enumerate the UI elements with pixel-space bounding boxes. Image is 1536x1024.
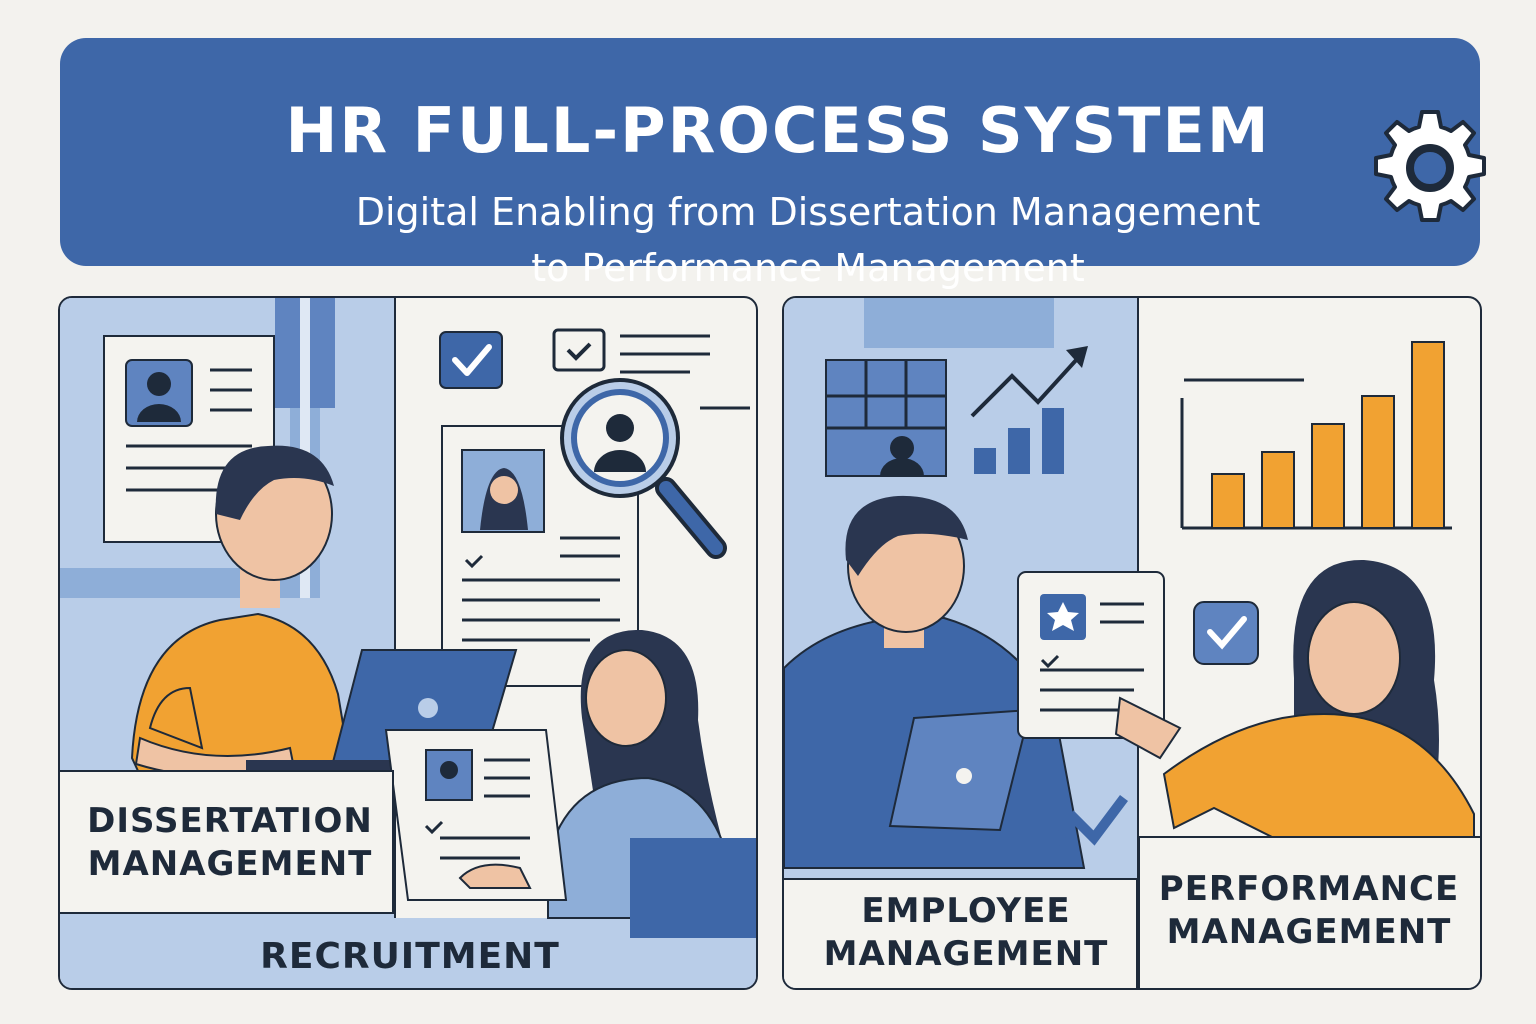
performance-label-box — [1138, 836, 1480, 988]
left-illustration — [60, 298, 756, 988]
dissertation-label-line-1: DISSERTATION — [87, 801, 373, 841]
employee-label-line-2: MANAGEMENT — [823, 933, 1109, 974]
recruitment-label: RECRUITMENT — [260, 936, 560, 977]
page-subtitle: Digital Enabling from Dissertation Manag… — [60, 184, 1496, 296]
header-banner: HR FULL-PROCESS SYSTEM Digital Enabling … — [60, 38, 1486, 290]
woman-recruiter — [547, 629, 756, 938]
dissertation-label-line-2: MANAGEMENT — [87, 843, 373, 884]
resume-document — [103, 335, 275, 543]
woman-pointing — [1114, 559, 1475, 839]
page-title: HR FULL-PROCESS SYSTEM — [285, 94, 1271, 167]
subtitle-line-1: Digital Enabling from Dissertation Manag… — [355, 190, 1261, 234]
dissertation-management-label: DISSERTATION MANAGEMENT — [70, 800, 390, 885]
checkbox-icon — [1193, 601, 1259, 665]
subtitle-line-2: to Performance Management — [531, 246, 1085, 290]
employee-label-box — [784, 878, 1138, 988]
gear-icon — [1374, 110, 1486, 222]
performance-label-line-2: MANAGEMENT — [1166, 911, 1452, 952]
profile-grid-icon — [825, 359, 947, 477]
star-badge-icon — [1047, 602, 1079, 631]
performance-management-label: PERFORMANCE MANAGEMENT — [1144, 868, 1474, 953]
man-blue-shirt — [784, 495, 1086, 869]
right-panel: EMPLOYEE MANAGEMENT PERFORMANCE MANAGEME… — [782, 296, 1482, 990]
employee-management-label: EMPLOYEE MANAGEMENT — [796, 890, 1136, 975]
performance-label-line-1: PERFORMANCE — [1158, 869, 1460, 909]
checkbox-icon — [439, 331, 503, 389]
small-growth-arrow-icon — [1040, 795, 1128, 861]
right-illustration — [784, 298, 1475, 988]
bar-chart-icon — [1180, 341, 1452, 530]
small-checkbox-icon — [552, 328, 606, 372]
growth-arrow-icon — [970, 346, 1088, 474]
rating-card — [1017, 571, 1165, 739]
tablet-device — [384, 729, 568, 901]
dissertation-label-box — [60, 770, 394, 914]
employee-label-line-1: EMPLOYEE — [861, 891, 1071, 931]
left-panel: DISSERTATION MANAGEMENT RECRUITMENT — [58, 296, 758, 990]
magnifier-icon — [560, 378, 727, 559]
